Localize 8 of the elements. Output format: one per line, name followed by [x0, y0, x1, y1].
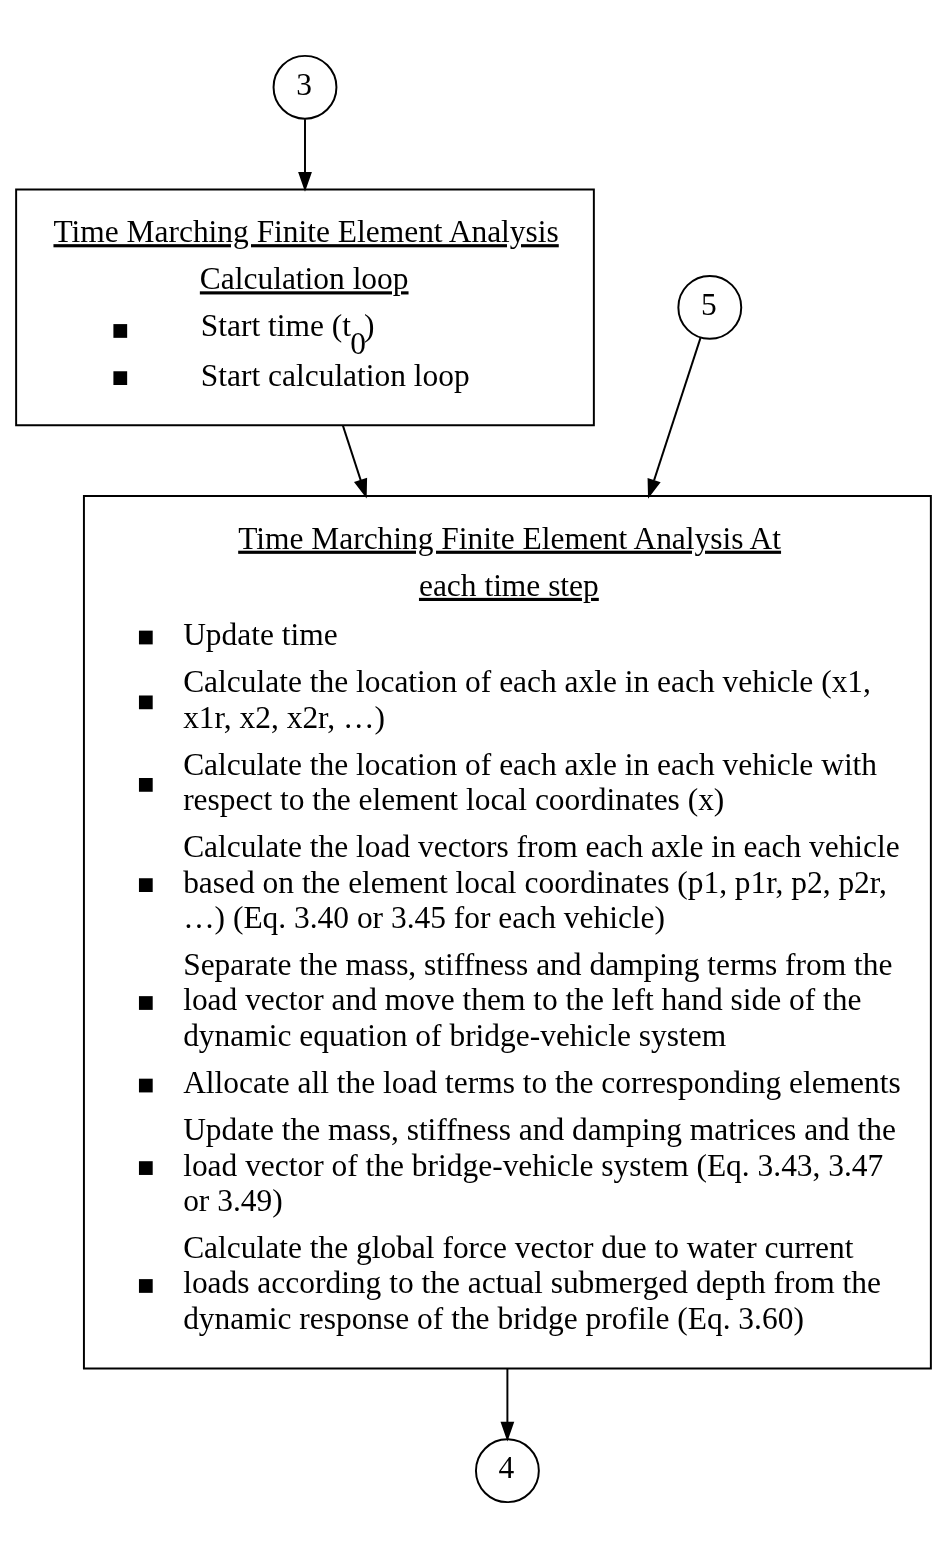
node-circle: 3: [272, 54, 338, 120]
arrow: [647, 336, 702, 499]
arrow: [298, 118, 312, 192]
node-box: Time Marching Finite Element Analysis At each time step Update time Calculate the location of each axle in each vehicle (x1, x1r, x2, x2r, …) Calculate the location of each axle in each vehicle with respect to the element local coordinates (x) Calculate the load vectors from each axle in each vehicle based on the element local coordinates (p1, p1r, p2, p2r, …) (Eq. 3.40 or 3.45 for each vehicle) Separate the mass, stiffness and damping terms from the load vector and move them to the left hand side of the dynamic equation of bridge-vehicle system Allocate all the load terms to the corresponding elements Update the mass, stiffness and damping matrices and the load vector of the bridge-vehicle system (Eq. 3.43, 3.47 or 3.49) Calculate the global force vector due to water current loads according to the actual submerged depth from the dynamic response of the bridge profile (Eq. 3.60): [82, 495, 932, 1370]
arrow: [500, 1367, 515, 1442]
node-circle: 5: [677, 274, 743, 340]
node-circle: 4: [474, 1438, 540, 1504]
arrow: [341, 424, 368, 499]
